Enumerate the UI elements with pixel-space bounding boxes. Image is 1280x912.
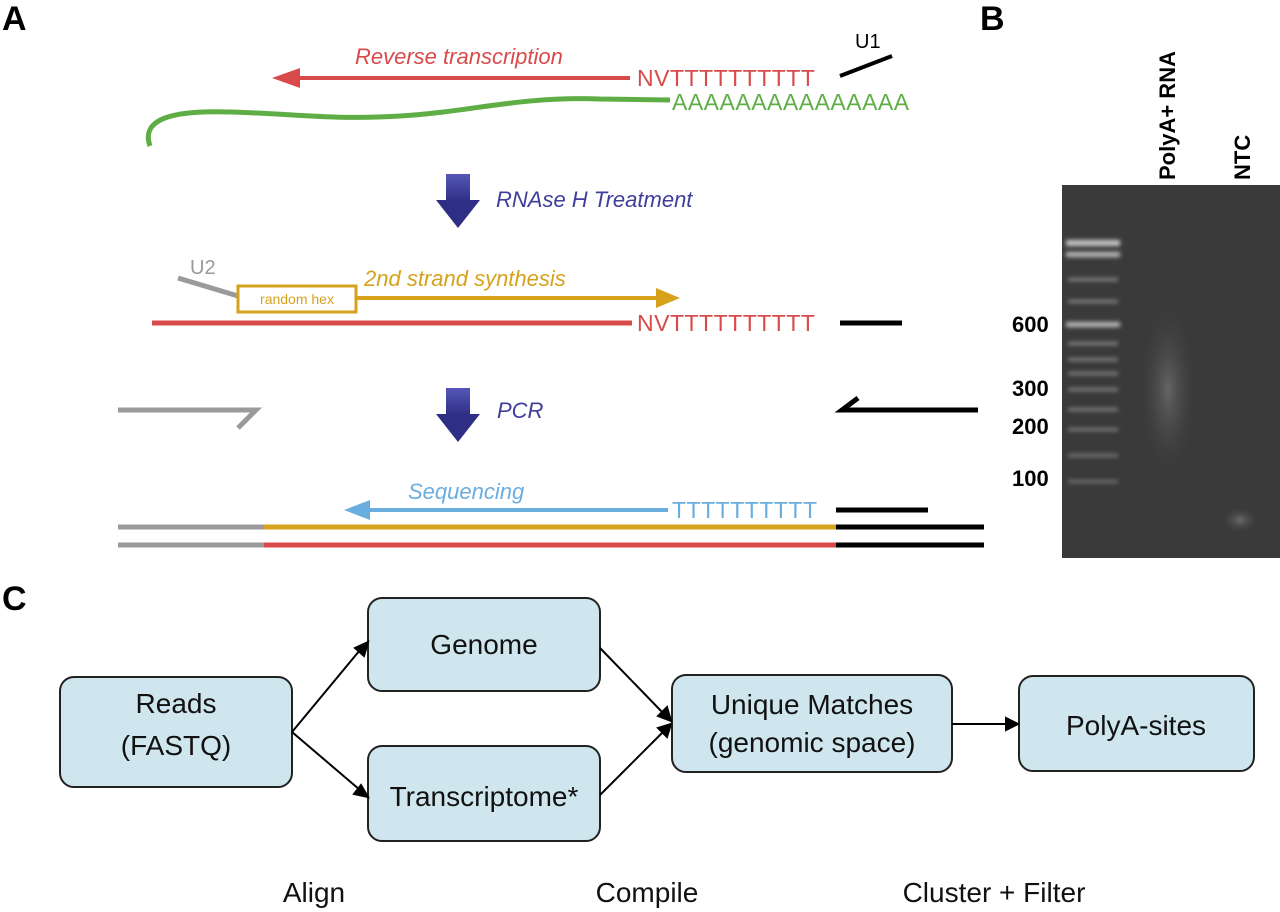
genome-label: Genome: [430, 629, 537, 660]
step-compile: Compile: [596, 877, 699, 908]
unique-matches-line2: (genomic space): [709, 727, 916, 758]
nv-primer-middle: NVTTTTTTTTTT: [637, 310, 815, 336]
node-polya-sites: PolyA-sites: [1018, 675, 1255, 772]
polya-smear: [1138, 300, 1198, 480]
pcr-label: PCR: [497, 398, 544, 423]
marker-300: 300: [1012, 376, 1049, 401]
rnase-h-label: RNAse H Treatment: [496, 187, 693, 212]
transcriptome-label: Transcriptome*: [390, 781, 579, 812]
pcr-down-arrow: [436, 388, 480, 442]
arrow-transcriptome-to-unique: [599, 730, 665, 796]
node-reads: Reads (FASTQ): [59, 676, 293, 788]
node-genome: Genome: [367, 597, 601, 692]
panel-label-b: B: [980, 0, 1005, 38]
step-cluster-filter: Cluster + Filter: [903, 877, 1086, 908]
arrow-genome-to-unique: [599, 647, 665, 715]
gel-lane-labels: PolyA+ RNA NTC: [1155, 51, 1255, 180]
arrow-reads-to-genome: [291, 649, 361, 733]
panel-label-c: C: [2, 580, 27, 618]
rnase-h-down-arrow: [436, 174, 480, 228]
gel-size-markers: 600 300 200 100: [1012, 312, 1049, 491]
sequencing-arrowhead: [344, 500, 370, 520]
mrna-strand: [145, 96, 671, 147]
gel-ladder: [1066, 240, 1120, 483]
reverse-transcription-label: Reverse transcription: [355, 44, 563, 69]
sequencing-label: Sequencing: [408, 479, 525, 504]
u2-adapter: [177, 275, 239, 299]
pcr-reverse-primer: [834, 396, 978, 413]
flow-arrows: [291, 640, 1021, 799]
reverse-transcription-arrowhead: [272, 68, 300, 88]
lane-label-polya: PolyA+ RNA: [1155, 51, 1180, 180]
node-unique-matches: Unique Matches (genomic space): [671, 674, 953, 773]
marker-100: 100: [1012, 466, 1049, 491]
u2-label: U2: [190, 257, 216, 279]
marker-200: 200: [1012, 414, 1049, 439]
step-align: Align: [283, 877, 345, 908]
reads-label-line1: Reads: [136, 688, 217, 719]
polya-tail: AAAAAAAAAAAAAAA: [672, 89, 910, 115]
polya-sites-label: PolyA-sites: [1066, 710, 1206, 741]
random-hex-label: random hex: [260, 291, 334, 307]
second-strand-arrowhead: [656, 288, 680, 308]
u1-label: U1: [855, 31, 881, 53]
node-transcriptome: Transcriptome*: [367, 745, 601, 842]
second-strand-label: 2nd strand synthesis: [363, 266, 566, 291]
reads-label-line2: (FASTQ): [121, 730, 231, 761]
arrow-reads-to-transcriptome: [291, 731, 361, 791]
nv-primer-top: NVTTTTTTTTTT: [637, 65, 815, 91]
ntc-primer-dimer: [1220, 506, 1260, 534]
panel-label-a: A: [2, 0, 27, 38]
unique-matches-line1: Unique Matches: [711, 689, 913, 720]
pcr-forward-primer: [118, 407, 263, 430]
sequencing-t-tail: TTTTTTTTTT: [672, 497, 818, 523]
marker-600: 600: [1012, 312, 1049, 337]
lane-label-ntc: NTC: [1230, 135, 1255, 180]
u1-adapter: [839, 54, 893, 78]
